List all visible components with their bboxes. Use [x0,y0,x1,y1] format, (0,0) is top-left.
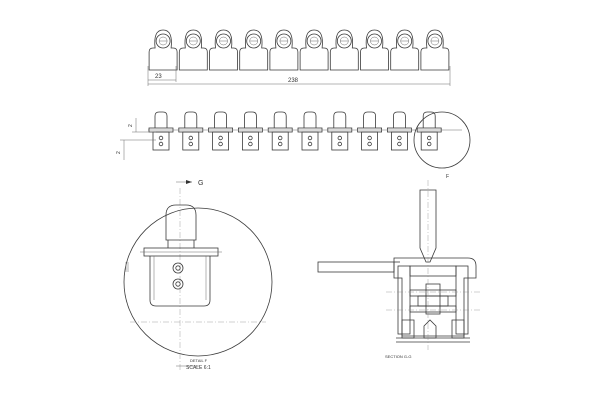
section-marker-label: G [198,180,203,187]
front-view-connector-strip [148,111,462,151]
top-view-connector [299,29,329,71]
front-view-connector [416,111,442,151]
section-caption: SECTION G-G [385,354,411,359]
front-view-connector [357,111,383,151]
vertical-dimension-b: 2 [116,151,122,154]
top-view-connector [148,29,178,71]
detail-circle-f [413,111,471,169]
top-view-connector [329,29,359,71]
overall-length-dimension: 238 [288,78,299,84]
top-view-connector [360,29,389,71]
front-view-dimensions: 2 2 [116,118,156,160]
front-view-connector [178,111,204,151]
front-view-connector [148,111,174,151]
top-view-connector [420,29,450,71]
top-view-connector [178,29,208,71]
front-view-connector [386,111,412,151]
pitch-dimension: 23 [155,74,162,80]
top-view-connector [390,29,420,71]
front-view-connector [327,111,353,151]
front-view-connector [237,111,263,151]
section-g-g-view: SECTION G-G [317,180,480,359]
front-view-connector [208,111,234,151]
front-view-connector [297,111,323,151]
top-view-connector [209,29,238,71]
detail-scale: SCALE 6:1 [186,365,211,371]
top-view-dimensions: 23 238 [147,66,451,86]
top-view-connector [239,29,269,71]
top-view-connector-strip [148,29,450,71]
front-view-connector [267,111,293,151]
top-view-connector [269,29,299,71]
vertical-dimension-a: 2 [128,124,134,127]
detail-f-enlarged-view: G DETAIL F SCALE 6:1 [123,180,273,371]
detail-caption: DETAIL F [190,358,208,363]
detail-marker-label: F [446,174,449,180]
